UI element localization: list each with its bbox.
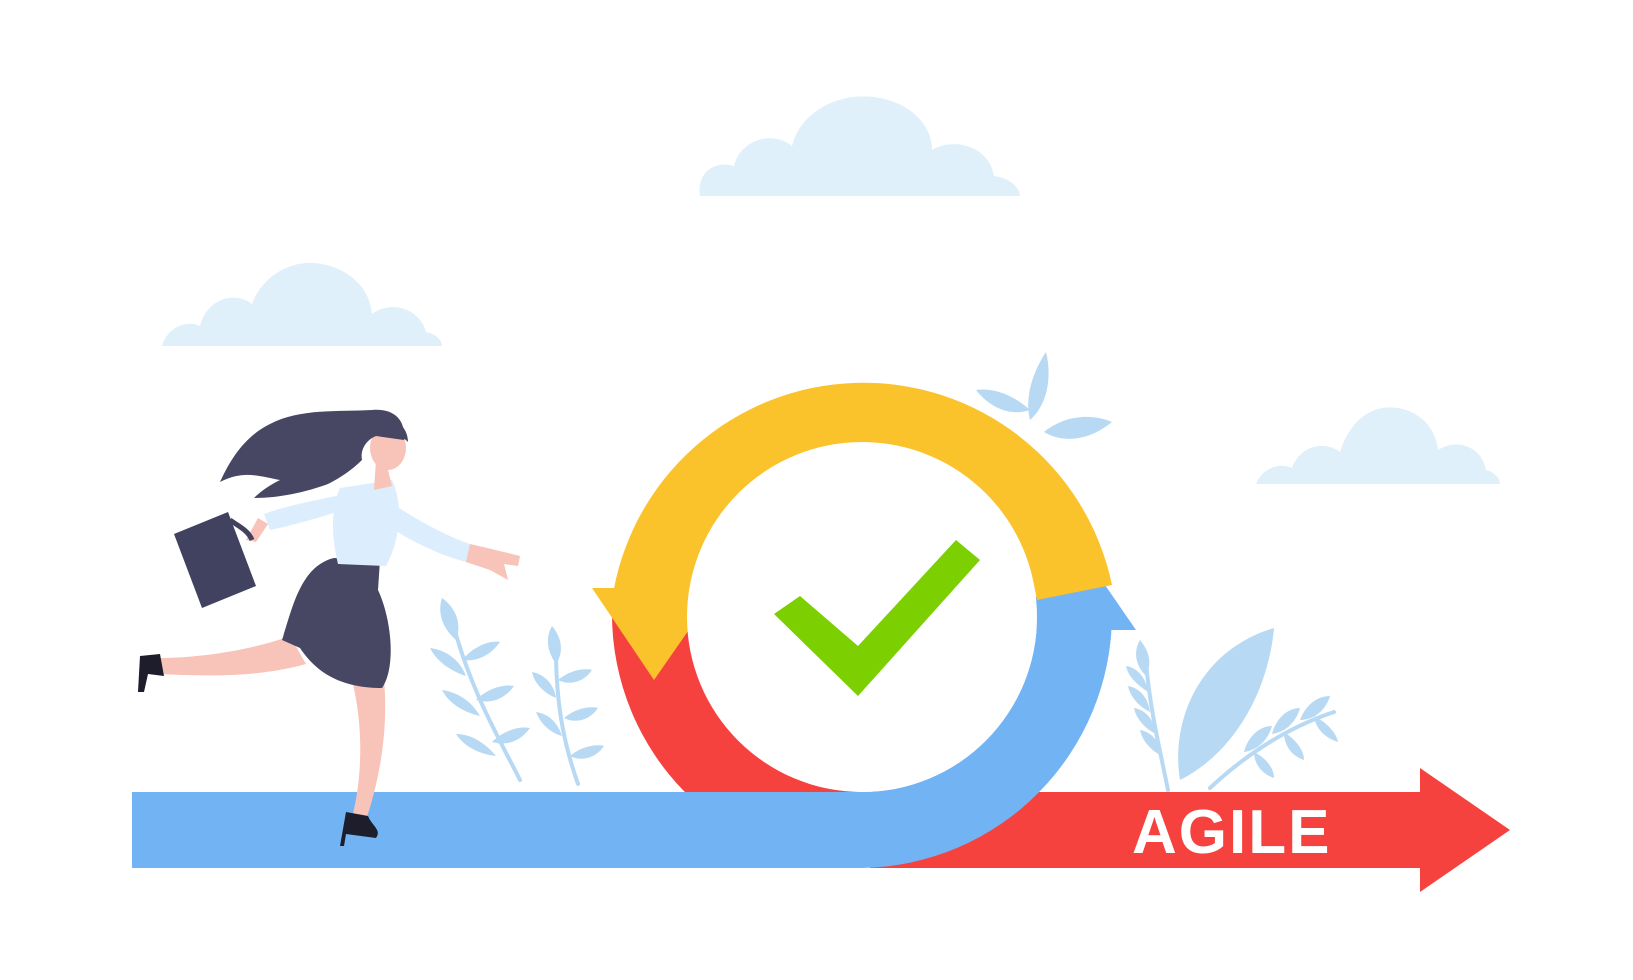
plant-icon [1208,696,1338,790]
checkmark-icon [774,540,980,696]
clouds [162,96,1500,484]
cloud-icon [699,96,1020,196]
running-businesswoman-icon [138,409,520,846]
cloud-icon [1256,407,1500,484]
plant-icon [430,598,530,782]
shoe [340,812,378,846]
plant-icon [532,626,604,786]
briefcase-icon [174,512,256,608]
circular-arrows-icon [132,382,1136,868]
cloud-icon [162,262,442,346]
agile-label: AGILE [1132,798,1331,867]
shoe [138,654,164,692]
cycle-center [687,442,1037,792]
leaf-icon [976,352,1112,439]
plant-icon [1126,628,1274,792]
foliage [430,352,1338,792]
